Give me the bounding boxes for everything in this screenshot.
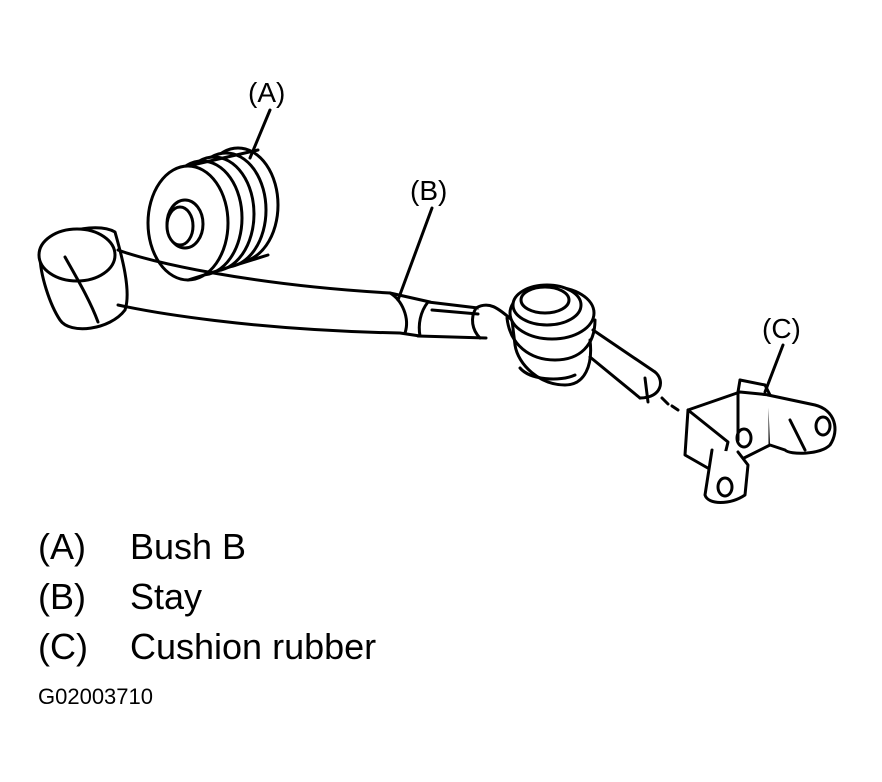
figure-code: G02003710: [38, 684, 153, 709]
legend-row-a: (A) Bush B: [38, 522, 376, 572]
legend-row-b: (B) Stay: [38, 572, 376, 622]
callout-b: (B): [410, 175, 447, 206]
cushion-rubber-part: [683, 378, 837, 504]
legend: (A) Bush B (B) Stay (C) Cushion rubber: [38, 522, 376, 672]
legend-label-c: Cushion rubber: [130, 626, 377, 667]
leader-line-c: [763, 343, 785, 394]
callout-a: (A): [248, 77, 285, 108]
bush-b-part: [146, 146, 280, 282]
legend-key-b: (B): [38, 576, 86, 617]
legend-key-a: (A): [38, 526, 86, 567]
leader-line-b: [396, 206, 434, 302]
stay-part: [37, 226, 680, 412]
leader-line-a: [248, 108, 272, 160]
legend-label-b: Stay: [130, 576, 203, 617]
legend-key-c: (C): [38, 626, 88, 667]
callout-c: (C): [762, 313, 801, 344]
legend-label-a: Bush B: [130, 526, 247, 567]
legend-row-c: (C) Cushion rubber: [38, 622, 376, 672]
